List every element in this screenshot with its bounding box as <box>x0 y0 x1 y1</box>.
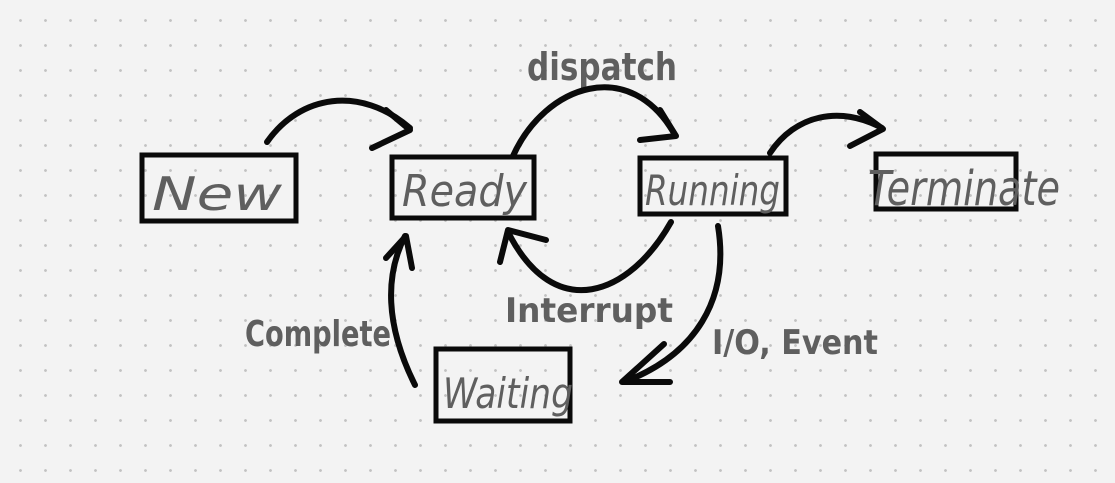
edge-label-dispatch: dispatch <box>527 45 677 89</box>
state-label-terminate: Terminate <box>868 161 1060 217</box>
arrow-running-to-terminate <box>767 109 886 156</box>
state-label-waiting: Waiting <box>443 369 573 418</box>
edge-label-complete: Complete <box>245 314 391 355</box>
arrow-running-to-waiting <box>619 223 724 385</box>
state-box-ready <box>389 154 537 221</box>
state-label-running: Running <box>645 166 780 215</box>
state-label-new: New <box>152 167 282 221</box>
arrow-running-to-ready <box>497 219 674 293</box>
state-label-ready: Ready <box>402 166 528 217</box>
arrow-new-to-ready <box>264 97 413 151</box>
arrow-waiting-to-ready <box>383 233 418 388</box>
state-box-running <box>637 155 789 217</box>
state-box-waiting <box>433 346 573 424</box>
edge-label-io-event: I/O, Event <box>712 323 878 363</box>
state-box-new <box>139 152 299 224</box>
edge-label-interrupt: Interrupt <box>505 291 673 331</box>
state-box-terminate <box>873 151 1019 212</box>
arrow-ready-to-running <box>510 84 679 159</box>
